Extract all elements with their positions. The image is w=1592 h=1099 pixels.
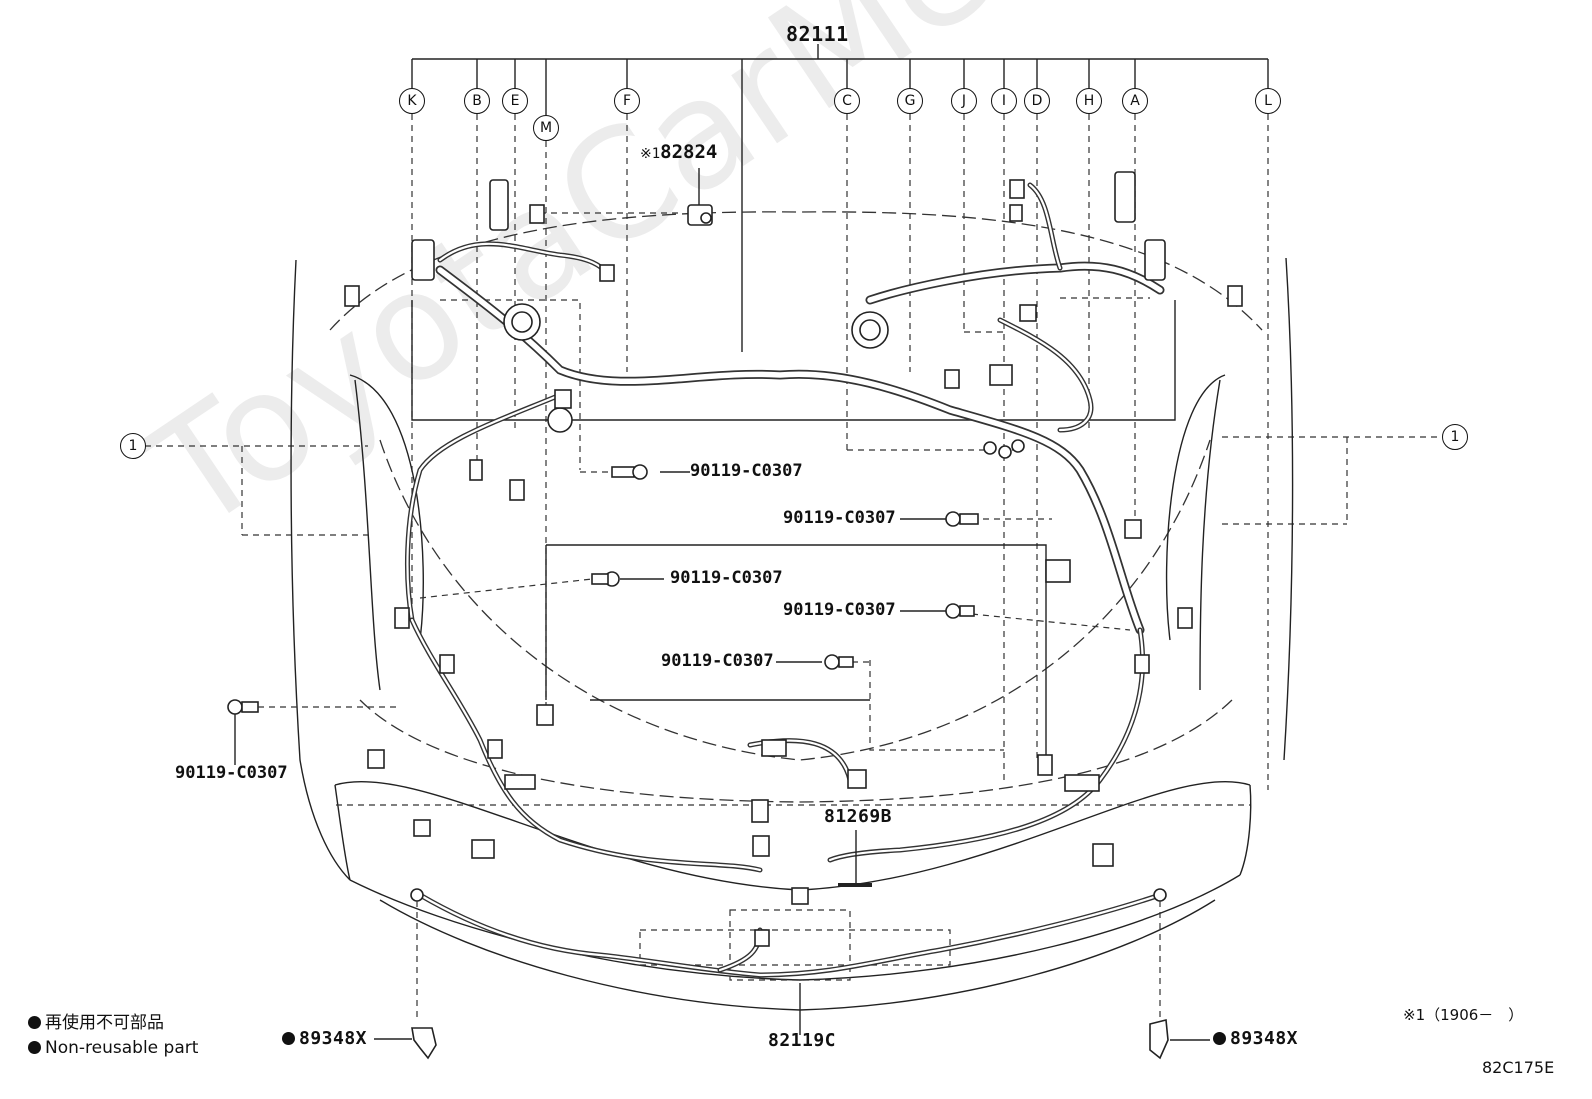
sensor-label: ※182824 [640,143,717,162]
clip-part-number-right: 89348X [1230,1028,1299,1049]
bolt-label-2: 90119-C0307 [783,508,896,528]
legend-en-text: Non-reusable part [45,1038,199,1058]
callout-m: M [533,115,559,141]
callout-l: L [1255,88,1281,114]
callout-j: J [951,88,977,114]
callout-k: K [399,88,425,114]
clip-label-left: 89348X [282,1030,367,1048]
non-reusable-dot-icon [1213,1032,1226,1045]
callout-g: G [897,88,923,114]
callout-f: F [614,88,640,114]
clip-label-right: 89348X [1213,1030,1298,1048]
bolt-label-5: 90119-C0307 [661,651,774,671]
legend-en: Non-reusable part [28,1040,198,1057]
side-callout-right: 1 [1442,424,1468,450]
callout-b: B [464,88,490,114]
main-part-number: 82111 [786,22,849,46]
legend-jp: 再使用不可部品 [28,1015,164,1032]
clip-part-number-left: 89348X [299,1028,368,1049]
callout-h: H [1076,88,1102,114]
grommets [503,303,889,433]
side-callout-leaders [145,436,1442,536]
callout-d: D [1024,88,1050,114]
side-callout-left: 1 [120,433,146,459]
bolt-label-1: 90119-C0307 [690,461,803,481]
callout-a: A [1122,88,1148,114]
bolt-leaders [227,464,1131,765]
front-harness-label: 82119C [768,1030,837,1051]
figure-id: 82C175E [1482,1058,1555,1077]
main-part-bracket [411,44,1269,352]
main-harness [404,182,1165,978]
legend-dot-icon [28,1016,41,1029]
non-reusable-dot-icon [282,1032,295,1045]
bolt-label-4: 90119-C0307 [783,600,896,620]
callout-e: E [502,88,528,114]
legend-dot-icon [28,1041,41,1054]
connectors [344,171,1243,947]
footnote: ※1（1906－ ） [1403,1006,1524,1024]
bolt-label-6: 90119-C0307 [175,763,288,783]
center-clamp-label: 81269B [824,806,893,827]
clips [374,901,1210,1060]
note-symbol: ※1 [640,146,661,162]
sensor-part-number: 82824 [660,141,718,163]
bolt-label-3: 90119-C0307 [670,568,783,588]
callout-i: I [991,88,1017,114]
legend-jp-text: 再使用不可部品 [45,1013,164,1033]
callout-c: C [834,88,860,114]
